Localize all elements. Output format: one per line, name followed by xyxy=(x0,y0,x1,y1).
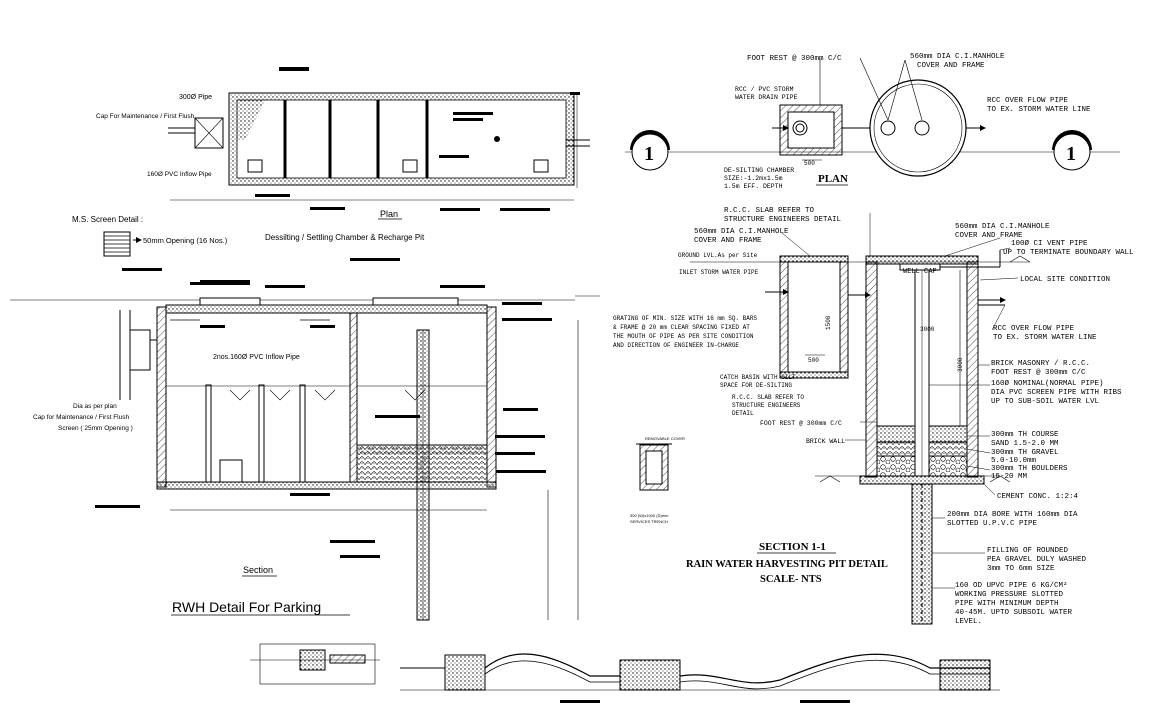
ms-screen-detail: M.S. Screen Detail : 50mm Opening (16 No… xyxy=(72,215,425,283)
section-marker-right: 1 xyxy=(1066,143,1076,165)
foot-rest-label: FOOT REST @ 300mm C/C xyxy=(747,55,842,63)
vent-pipe-label-2: UP TO TERMINATE BOUNDARY WALL xyxy=(1003,249,1134,257)
cap-flush-label: Cap for Maintenance / First Flush xyxy=(33,414,129,421)
bottom-profile xyxy=(250,643,1000,703)
vent-pipe-label: 100Ø CI VENT PIPE xyxy=(1011,239,1088,248)
pit-manhole-label: 560mm DIA C.I.MANHOLE xyxy=(955,223,1050,231)
boulders-label-1: 300mm TH BOULDERS xyxy=(991,465,1068,473)
inflow-label: 160Ø PVC Inflow Pipe xyxy=(147,171,212,178)
gravel-label-1: 300mm TH GRAVEL xyxy=(991,449,1059,457)
screen-pipe-label-3: UP TO SUB-SOIL WATER LVL xyxy=(991,398,1100,406)
storm-pipe-label: RCC / PVC STORM xyxy=(735,86,794,93)
brick-masonry-label: BRICK MASONRY / R.C.C. xyxy=(991,360,1090,368)
trench-cover-label: REMOVABLE COVER xyxy=(645,436,685,441)
manhole-label-2: COVER AND FRAME xyxy=(917,62,985,70)
section-title: Section xyxy=(243,565,273,575)
depth-label: 1.5m EFF. DEPTH xyxy=(724,183,783,190)
pit-manhole-label-2: COVER AND FRAME xyxy=(955,232,1023,240)
grating-label-1: GRATING OF MIN. SIZE WITH 16 mm SQ. BARS xyxy=(613,315,757,322)
section-marker-left: 1 xyxy=(644,143,654,165)
upvc-label-4: 40-45M. UPTO SUBSOIL WATER xyxy=(955,609,1073,617)
catch-basin-label-2: SPACE FOR DE-SILTING xyxy=(720,382,792,389)
foot-rest-section-label: FOOT REST @ 300mm C/C xyxy=(760,420,842,427)
filling-label-1: FILLING OF ROUNDED xyxy=(987,547,1069,555)
rcc-slab-label: R.C.C. SLAB REFER TO xyxy=(724,207,815,215)
services-trench-detail: REMOVABLE COVER 300 (W)x1000 (D)mm SERVI… xyxy=(630,436,685,524)
plan-dim-500: 500 xyxy=(804,160,815,167)
grating-label-2: & FRAME @ 20 mm CLEAR SPACING FIXED AT xyxy=(613,324,750,331)
right-plan: 1 1 500 FOOT REST @ 300mm C/C 560mm DIA … xyxy=(625,53,1120,190)
cement-conc-label: CEMENT CONC. 1:2:4 xyxy=(997,493,1079,501)
cap-label: Cap For Maintenance / First Flush xyxy=(96,113,195,120)
rwh-title: RWH Detail For Parking xyxy=(172,599,321,615)
ground-level-label: GROUND LVL.As per Site xyxy=(678,252,758,259)
chamber-title: Dessilting / Settling Chamber & Recharge… xyxy=(265,233,425,242)
rcc-slab-lower-3: DETAIL xyxy=(732,410,754,417)
sand-label-1: 300mm TH COURSE xyxy=(991,431,1059,439)
basin-dim-1500: 1500 xyxy=(825,315,832,330)
grating-label-3: THE MOUTH OF PIPE AS PER SITE CONDITION xyxy=(613,333,754,340)
trench-name-label: SERVICES TRENCH xyxy=(630,519,668,524)
overflow-label: RCC OVER FLOW PIPE xyxy=(987,97,1069,105)
plan-title: Plan xyxy=(380,209,398,219)
rcc-slab-lower-2: STRUCTURE ENGINEERS xyxy=(732,402,801,409)
scale-label: SCALE- NTS xyxy=(760,574,822,585)
inlet-pipe-label: INLET STORM WATER PIPE xyxy=(679,269,759,276)
grating-label-4: AND DIRECTION OF ENGINEER IN-CHARGE xyxy=(613,342,739,349)
dia-plan-label: Dia as per plan xyxy=(73,403,117,410)
pit-dim-3000-b: 3000 xyxy=(920,326,935,333)
upvc-label-1: 160 OD UPVC PIPE 6 KG/CM² xyxy=(955,581,1068,590)
desilting-label: DE-SILTING CHAMBER xyxy=(724,167,794,174)
pit-overflow-label: RCC OVER FLOW PIPE xyxy=(993,325,1075,333)
opening-label: 50mm Opening (16 Nos.) xyxy=(143,236,228,245)
rcc-slab-lower-1: R.C.C. SLAB REFER TO xyxy=(732,394,804,401)
catch-basin-label: CATCH BASIN WITH SILT xyxy=(720,374,796,381)
local-site-label: LOCAL SITE CONDITION xyxy=(1020,276,1110,284)
trench-size-label: 300 (W)x1000 (D)mm xyxy=(630,513,669,518)
pipe-300-label: 300Ø Pipe xyxy=(179,94,212,101)
left-plan: 300Ø Pipe Cap For Maintenance / First Fl… xyxy=(96,67,590,220)
right-section: 500 1500 3000 3000 WELL CAP xyxy=(613,207,1134,626)
rcc-slab-label-2: STRUCTURE ENGINEERS DETAIL xyxy=(724,216,842,224)
brick-wall-label: BRICK WALL xyxy=(806,438,845,445)
well-cap-label: WELL CAP xyxy=(903,268,937,276)
upvc-label-2: WORKING PRESSURE SLOTTED xyxy=(955,591,1064,599)
pit-overflow-label-2: TO EX. STORM WATER LINE xyxy=(993,334,1097,342)
upvc-label-3: PIPE WITH MINIMUM DEPTH xyxy=(955,600,1059,608)
size-label: SIZE:-1.2mx1.5m xyxy=(724,175,783,182)
screen-pipe-label-2: DIA PVC SCREEN PIPE WITH RIBS xyxy=(991,389,1122,397)
basin-manhole-label: 560mm DIA C.I.MANHOLE xyxy=(694,228,789,236)
boulders-label-2: 15-20 MM xyxy=(991,473,1028,481)
pvc-pipe-label: 2nos.160Ø PVC Inflow Pipe xyxy=(213,354,300,361)
pit-foot-rest-label: FOOT REST @ 300mm C/C xyxy=(991,369,1086,377)
pit-detail-title: RAIN WATER HARVESTING PIT DETAIL xyxy=(686,559,888,570)
upvc-label-5: LEVEL. xyxy=(955,618,982,626)
screen-label: Screen ( 25mm Opening ) xyxy=(58,425,133,432)
manhole-label: 560mm DIA C.I.MANHOLE xyxy=(910,53,1005,61)
basin-dim-500: 500 xyxy=(808,357,819,364)
gravel-label-2: 5.0-10.0mm xyxy=(991,457,1037,465)
screen-pipe-label-1: 160Ø NOMINAL(NORMAL PIPE) xyxy=(991,379,1104,388)
overflow-label-2: TO EX. STORM WATER LINE xyxy=(987,106,1091,114)
filling-label-2: PEA GRAVEL DULY WASHED xyxy=(987,556,1087,564)
bore-label-2: SLOTTED U.P.V.C PIPE xyxy=(947,520,1038,528)
sand-label-2: SAND 1.5-2.0 MM xyxy=(991,440,1059,448)
basin-manhole-label-2: COVER AND FRAME xyxy=(694,237,762,245)
left-section: 2nos.160Ø PVC Inflow Pipe Dia as per pla… xyxy=(10,258,600,621)
bore-label-1: 200mm DIA BORE WITH 160mm DIA xyxy=(947,511,1078,519)
pit-dim-3000: 3000 xyxy=(957,357,964,372)
right-plan-title: PLAN xyxy=(818,173,848,185)
storm-pipe-label-2: WATER DRAIN PIPE xyxy=(735,94,798,101)
section-1-1-title: SECTION 1-1 xyxy=(759,541,826,553)
filling-label-3: 3mm TO 6mm SIZE xyxy=(987,565,1055,573)
ms-screen-label: M.S. Screen Detail : xyxy=(72,215,143,224)
